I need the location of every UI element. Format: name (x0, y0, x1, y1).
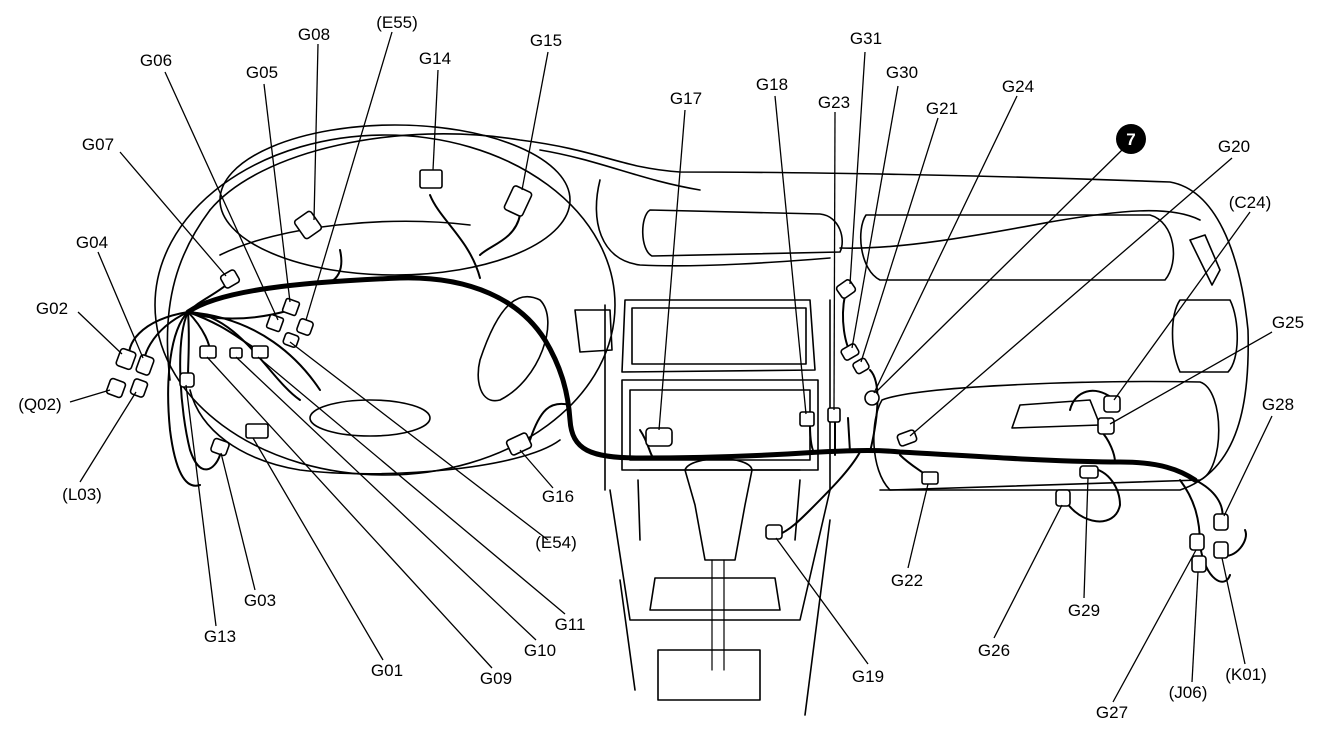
label-g13: G13 (204, 627, 236, 646)
connector-g26 (1055, 489, 1071, 507)
connector-g08 (293, 210, 323, 240)
label-g21: G21 (926, 99, 958, 118)
label-g09: G09 (480, 669, 512, 688)
connector-q02 (105, 377, 127, 399)
connector-g15 (503, 185, 533, 217)
label-l03: (L03) (62, 485, 102, 504)
connector-g24 (864, 390, 880, 406)
connector-g01 (245, 423, 269, 439)
label-g27: G27 (1096, 703, 1128, 722)
label-g23: G23 (818, 93, 850, 112)
label-e55: (E55) (376, 13, 418, 32)
label-g10: G10 (524, 641, 556, 660)
connector-c24 (1103, 395, 1121, 413)
connector-g25 (1097, 417, 1115, 435)
connector-g18 (799, 411, 815, 427)
connector-g19 (765, 524, 783, 540)
connector-e54 (282, 332, 300, 348)
label-g06: G06 (140, 51, 172, 70)
connector-g28 (1213, 513, 1229, 531)
label-g08: G08 (298, 25, 330, 44)
connector-g16 (505, 432, 533, 456)
label-q02: (Q02) (18, 395, 61, 414)
connector-l03 (129, 378, 149, 398)
connector-j06 (1191, 555, 1207, 573)
label-c24: (C24) (1229, 193, 1272, 212)
connector-g04 (135, 354, 155, 376)
connector-g10 (199, 345, 217, 359)
callout-marker-number: 7 (1126, 130, 1135, 149)
connector-g05 (281, 297, 301, 317)
label-g20: G20 (1218, 137, 1250, 156)
label-g16: G16 (542, 487, 574, 506)
connector-g21 (852, 357, 870, 375)
label-g01: G01 (371, 661, 403, 680)
label-g05: G05 (246, 63, 278, 82)
connector-g11 (251, 345, 269, 359)
label-g30: G30 (886, 63, 918, 82)
connector-g13 (179, 372, 195, 388)
label-k01: (K01) (1225, 665, 1267, 684)
label-g11: G11 (555, 615, 586, 634)
main-harness (128, 194, 1247, 583)
connector-e55 (296, 318, 314, 336)
callout-marker: 7 (1116, 124, 1146, 154)
connector-g03 (210, 437, 230, 457)
label-j06: (J06) (1169, 683, 1208, 702)
connector-g22 (921, 471, 939, 485)
label-g19: G19 (852, 667, 884, 686)
leader-lines (69, 31, 1273, 703)
connector-k01 (1213, 541, 1229, 559)
label-g14: G14 (419, 49, 451, 68)
connector-g30 (840, 343, 860, 361)
label-g22: G22 (891, 571, 923, 590)
connector-g31 (835, 279, 857, 299)
label-g18: G18 (756, 75, 788, 94)
label-g25: G25 (1272, 313, 1304, 332)
connector-g14 (419, 169, 443, 189)
connector-g09 (229, 347, 243, 359)
label-g07: G07 (82, 135, 114, 154)
label-g03: G03 (244, 591, 276, 610)
label-g31: G31 (850, 29, 882, 48)
label-g17: G17 (670, 89, 702, 108)
label-g29: G29 (1068, 601, 1100, 620)
labels: G08 (E55) G14 G15 G06 G05 G07 G04 G02 (Q… (18, 13, 1304, 722)
label-g15: G15 (530, 31, 562, 50)
connector-g27 (1189, 533, 1205, 551)
label-g26: G26 (978, 641, 1010, 660)
connector-g06 (265, 313, 285, 333)
label-g02: G02 (36, 299, 68, 318)
connector-g29 (1079, 465, 1099, 479)
label-g28: G28 (1262, 395, 1294, 414)
connector-g17 (645, 427, 673, 447)
label-e54: (E54) (535, 533, 577, 552)
label-g04: G04 (76, 233, 108, 252)
label-g24: G24 (1002, 77, 1034, 96)
dashboard-outline (154, 124, 1250, 716)
connector-g23 (827, 407, 841, 423)
